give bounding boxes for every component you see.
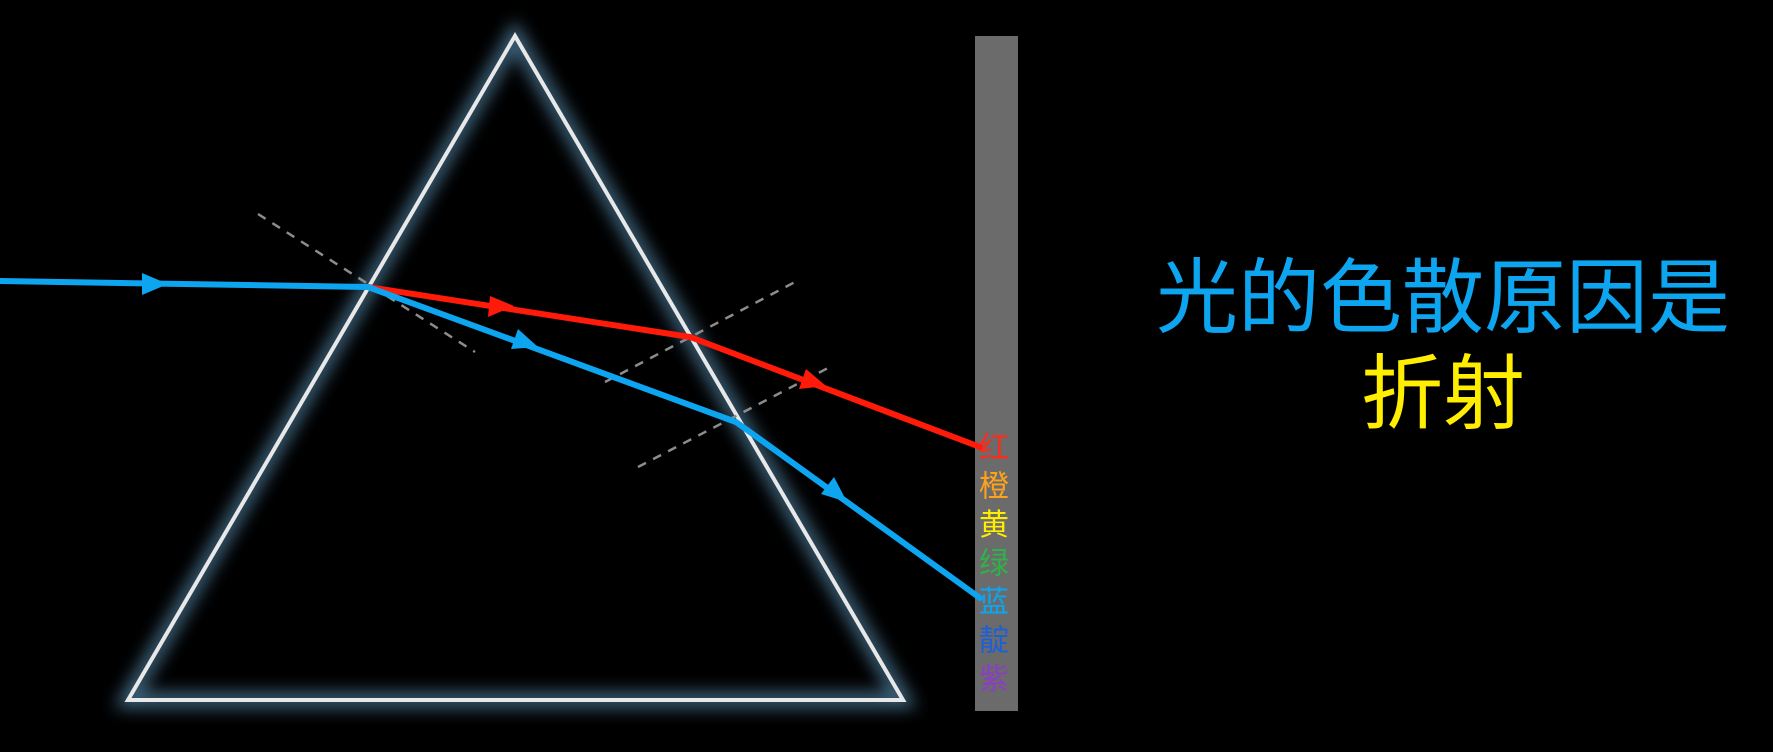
- spectrum-label: 靛: [979, 624, 1009, 659]
- spectrum-label: 黄: [979, 508, 1009, 543]
- caption-line-1: 光的色散原因是: [1156, 251, 1730, 346]
- red-ray: [365, 284, 983, 450]
- spectrum-label: 绿: [979, 547, 1009, 582]
- prism-glow: [114, 20, 917, 708]
- blue-ray-arrow-3: [821, 477, 847, 502]
- normal-line-upper-right: [604, 280, 796, 384]
- blue-ray-arrow-1: [142, 273, 168, 295]
- red-ray-arrow-2: [799, 369, 826, 389]
- spectrum-label: 紫: [979, 662, 1009, 697]
- spectrum-label: 蓝: [979, 585, 1009, 620]
- prism: [124, 32, 907, 702]
- normal-line-left: [257, 212, 476, 354]
- normal-line-lower-right: [637, 366, 829, 469]
- red-ray-arrow-1: [488, 296, 514, 317]
- spectrum-label: 橙: [979, 470, 1009, 505]
- blue-ray-arrow-2: [511, 329, 538, 349]
- caption-line-2: 折射: [1361, 347, 1525, 442]
- blue-ray: [0, 278, 983, 601]
- spectrum-label: 红: [979, 431, 1009, 466]
